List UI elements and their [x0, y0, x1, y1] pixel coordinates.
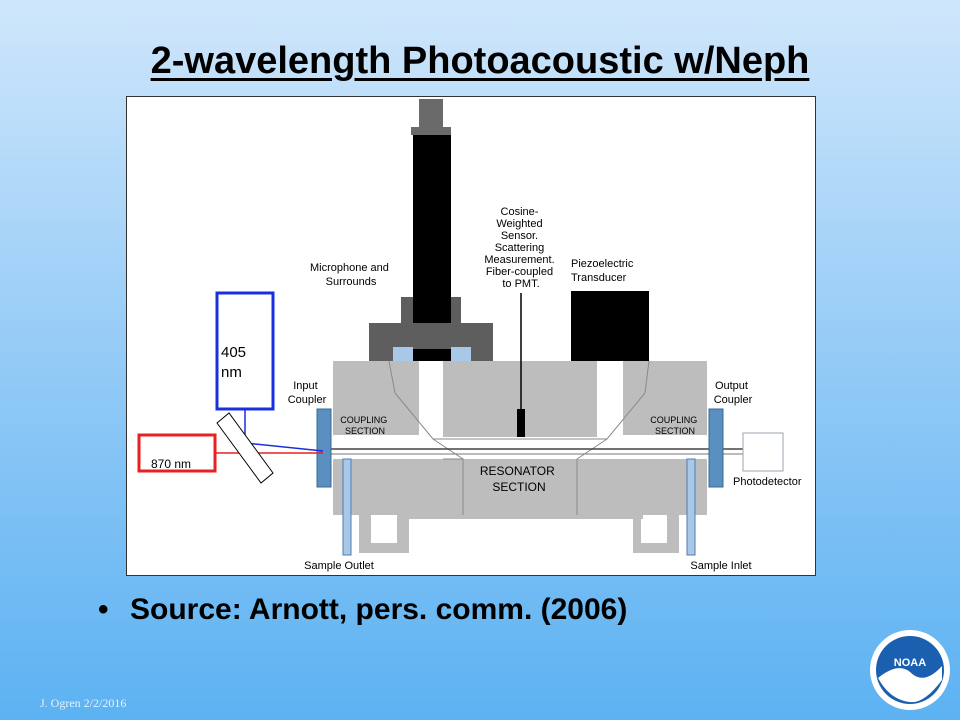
photoacoustic-diagram: Microphone and Surrounds Cosine- Weighte… — [126, 96, 816, 576]
source-bullet: • Source: Arnott, pers. comm. (2006) — [98, 593, 627, 627]
photodetector-label: Photodetector — [733, 476, 802, 488]
output-coupler-label: Output Coupler — [714, 380, 753, 406]
sample-outlet-tube — [351, 459, 409, 553]
laser-870-label: 870 nm — [151, 457, 191, 471]
slide-footer: J. Ogren 2/2/2016 — [40, 696, 127, 710]
diagram-canvas: Microphone and Surrounds Cosine- Weighte… — [137, 99, 802, 572]
microphone-cap-neck — [411, 127, 451, 135]
source-text: Source: Arnott, pers. comm. (2006) — [130, 593, 628, 626]
resonator-label: RESONATOR SECTION — [480, 464, 558, 494]
coupling-right-label: COUPLING SECTION — [650, 415, 700, 436]
body-top-left — [333, 361, 419, 435]
laser-405-beam — [244, 442, 324, 452]
noaa-logo-gull-icon — [878, 666, 942, 703]
noaa-logo-text: NOAA — [894, 657, 926, 669]
microphone-label: Microphone and Surrounds — [310, 262, 392, 288]
coupling-left-label: COUPLING SECTION — [340, 415, 390, 436]
sample-inlet-tube — [633, 459, 687, 553]
piezo-transducer — [571, 291, 649, 361]
photodetector — [742, 432, 784, 472]
microphone-window-left — [393, 347, 413, 361]
piezo-label: Piezoelectric Transducer — [571, 258, 636, 284]
microphone-surround — [369, 297, 493, 361]
sensor-tip — [517, 409, 525, 437]
sample-outlet-label: Sample Outlet — [304, 560, 374, 572]
input-coupler-label: Input Coupler — [288, 380, 327, 406]
sensor-label: Cosine- Weighted Sensor. Scattering Meas… — [484, 206, 557, 290]
bullet-dot: • — [98, 593, 109, 626]
input-coupler — [316, 408, 332, 488]
laser-405-label: 405 nm — [221, 344, 250, 381]
coupling-left-outline — [388, 360, 465, 515]
noaa-logo: NOAA — [870, 630, 950, 710]
microphone-window-right — [451, 347, 471, 361]
sample-outlet-port — [342, 458, 352, 556]
slide-title: 2-wavelength Photoacoustic w/Neph — [150, 40, 810, 82]
sample-inlet-label: Sample Inlet — [690, 560, 751, 572]
sample-inlet-port — [686, 458, 696, 556]
beam-splitter — [216, 412, 274, 484]
microphone-cap — [419, 99, 443, 131]
output-coupler — [708, 408, 724, 488]
body-top-right — [623, 361, 707, 435]
